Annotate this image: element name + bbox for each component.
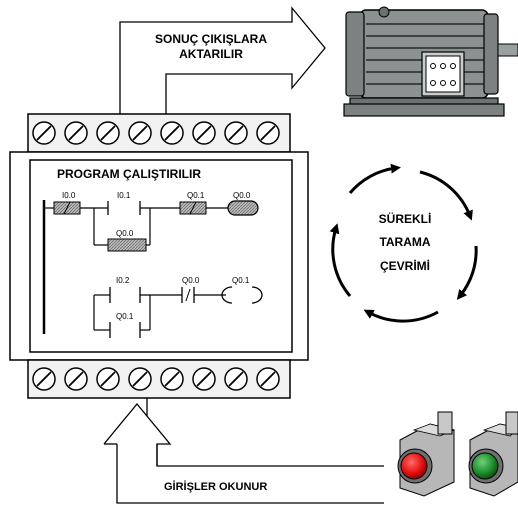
program-title: PROGRAM ÇALIŞTIRILIR (57, 167, 201, 181)
ladder-diagram (42, 200, 263, 338)
output-label-line1: SONUÇ ÇIKIŞLARA (155, 32, 267, 46)
ladder-label-q00-nc: Q0.0 (182, 276, 200, 285)
scan-cycle (329, 163, 478, 323)
branch-contact-q00 (107, 238, 147, 252)
cycle-arrow-4 (363, 309, 439, 323)
plc-bottom-screws (32, 367, 280, 391)
cycle-label-line1: SÜREKLİ (379, 211, 432, 226)
cycle-arrow-5 (329, 223, 352, 297)
push-button-green (468, 411, 518, 497)
output-label-line2: AKTARILIR (179, 47, 243, 61)
ladder-label-q00-coil: Q0.0 (233, 191, 251, 200)
plc-top-screws (32, 121, 280, 145)
rung-1 (44, 200, 259, 252)
ladder-label-q01-branch: Q0.1 (116, 312, 134, 321)
ladder-label-q00-branch: Q0.0 (116, 229, 134, 238)
cycle-arrow-2 (419, 170, 473, 221)
input-label: GİRİŞLER OKUNUR (164, 480, 267, 493)
ladder-label-i00: I0.0 (62, 191, 76, 200)
rung-2 (93, 286, 263, 338)
input-arrow: GİRİŞLER OKUNUR (103, 398, 384, 504)
cycle-arrow-1 (348, 163, 401, 194)
ladder-label-q01: Q0.1 (187, 191, 205, 200)
cycle-arrow-3 (456, 245, 478, 300)
plc-device (9, 113, 309, 399)
push-button-red (397, 411, 456, 497)
coil-q00 (227, 200, 259, 216)
coil-q01 (221, 286, 233, 304)
plc-program-screen (29, 159, 293, 353)
output-arrow: SONUÇ ÇIKIŞLARA AKTARILIR (119, 6, 326, 120)
cycle-label-line2: TARAMA (379, 235, 430, 249)
cycle-label-line3: ÇEVRİMİ (380, 258, 430, 273)
ladder-label-q01-coil: Q0.1 (232, 276, 250, 285)
ladder-label-i01: I0.1 (117, 191, 131, 200)
ladder-label-i02: I0.2 (116, 276, 130, 285)
motor-image (332, 6, 518, 119)
